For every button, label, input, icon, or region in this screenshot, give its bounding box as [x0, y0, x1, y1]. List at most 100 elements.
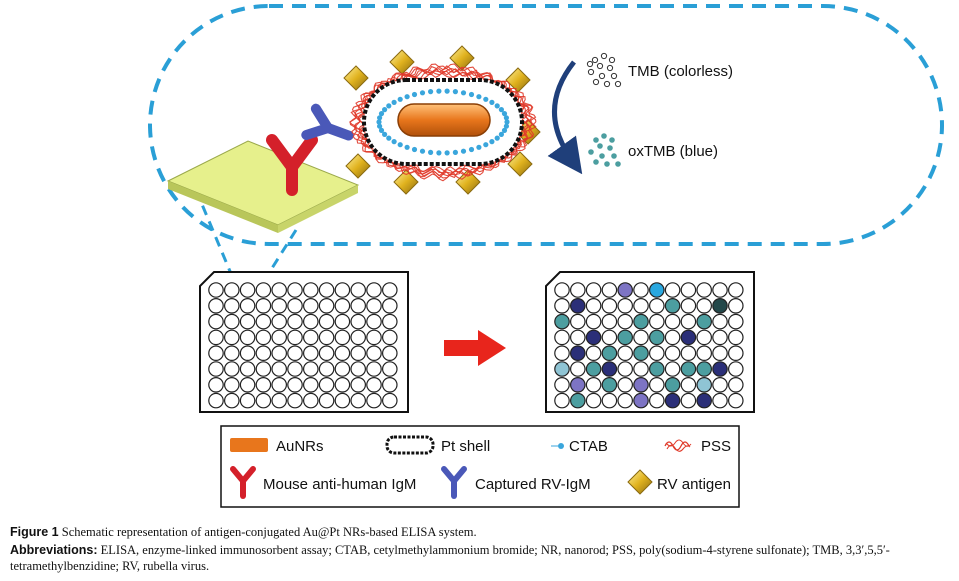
well	[601, 329, 618, 346]
well	[381, 376, 398, 393]
well	[350, 297, 366, 314]
well	[554, 297, 570, 314]
well	[617, 313, 633, 330]
gold-nanorod	[397, 103, 491, 137]
rv-antigen	[449, 45, 475, 71]
pss-strand	[349, 67, 537, 177]
well	[554, 329, 570, 346]
well	[271, 376, 287, 393]
well	[601, 361, 618, 377]
well	[366, 392, 382, 409]
well	[381, 345, 398, 361]
well	[208, 392, 224, 409]
well	[727, 282, 744, 298]
ctab-molecule	[386, 135, 392, 141]
mouse-igm-legend-icon	[230, 466, 256, 499]
well	[680, 282, 697, 298]
well	[633, 297, 649, 314]
oxtmb-molecule	[615, 161, 621, 167]
tmb-molecule-icon	[586, 52, 622, 88]
ctab-molecule	[386, 103, 392, 109]
well	[224, 392, 240, 409]
well	[287, 329, 303, 346]
oxtmb-molecule	[588, 149, 594, 155]
well	[350, 361, 366, 377]
well	[648, 329, 665, 346]
rv-antigen-group	[343, 45, 541, 195]
ctab-molecule	[411, 91, 418, 98]
figure-text: Schematic representation of antigen-conj…	[61, 525, 477, 539]
oxtmb-molecule	[611, 153, 617, 159]
ctab-molecule	[494, 135, 500, 141]
well	[585, 345, 602, 361]
well	[569, 392, 586, 409]
well	[334, 297, 351, 314]
oxtmb-molecule-icon	[588, 133, 621, 167]
well	[224, 313, 240, 330]
well	[569, 282, 586, 298]
ctab-molecule	[504, 119, 510, 125]
well	[601, 282, 618, 298]
plate-surface	[166, 140, 360, 233]
well	[585, 297, 602, 314]
well	[569, 345, 586, 361]
rv-antigen-legend-icon	[627, 469, 653, 495]
well	[633, 345, 649, 361]
well	[224, 329, 240, 346]
well	[366, 282, 382, 298]
well	[569, 361, 586, 377]
well	[617, 329, 633, 346]
ctab-molecule	[460, 90, 467, 96]
well	[224, 282, 240, 298]
well	[696, 392, 712, 409]
well	[680, 313, 697, 330]
well	[350, 282, 366, 298]
well	[287, 361, 303, 377]
well	[727, 392, 744, 409]
ctab-molecule	[404, 94, 410, 100]
well	[318, 376, 335, 393]
well	[255, 376, 272, 393]
captured-igm-legend-icon	[441, 466, 467, 499]
well	[680, 376, 697, 393]
ctab-molecule	[494, 103, 500, 109]
legend-box	[220, 425, 740, 508]
rv-antigen	[393, 169, 419, 195]
well	[271, 297, 287, 314]
figure-caption: Figure 1 Schematic representation of ant…	[10, 524, 950, 576]
abbreviations-label: Abbreviations:	[10, 543, 98, 557]
well	[239, 361, 256, 377]
well	[318, 282, 335, 298]
well	[633, 361, 649, 377]
oxtmb-molecule	[609, 137, 615, 143]
plate-before-wells	[208, 282, 398, 409]
well	[271, 345, 287, 361]
ctab-molecule	[382, 131, 388, 137]
well	[318, 313, 335, 330]
ctab-molecule	[397, 142, 403, 148]
well	[302, 297, 319, 314]
well	[334, 376, 351, 393]
well	[271, 361, 287, 377]
well	[239, 345, 256, 361]
well	[224, 345, 240, 361]
well	[633, 282, 649, 298]
well	[727, 329, 744, 346]
well	[664, 376, 681, 393]
well	[366, 345, 382, 361]
ctab-molecule	[503, 123, 509, 129]
well	[334, 329, 351, 346]
ctab-layer	[376, 88, 510, 156]
microplate-after	[545, 271, 755, 413]
well	[208, 297, 224, 314]
ctab-molecule	[391, 99, 397, 105]
legend: AuNRs Pt shell CTAB PSS Mouse anti-human…	[220, 425, 740, 508]
ctab-molecule	[503, 115, 509, 121]
microplate-before	[199, 271, 409, 413]
well	[350, 313, 366, 330]
oxtmb-label: oxTMB (blue)	[628, 143, 718, 160]
well	[208, 361, 224, 377]
oxtmb-molecule	[593, 137, 599, 143]
well	[350, 376, 366, 393]
ctab-molecule	[377, 115, 383, 121]
